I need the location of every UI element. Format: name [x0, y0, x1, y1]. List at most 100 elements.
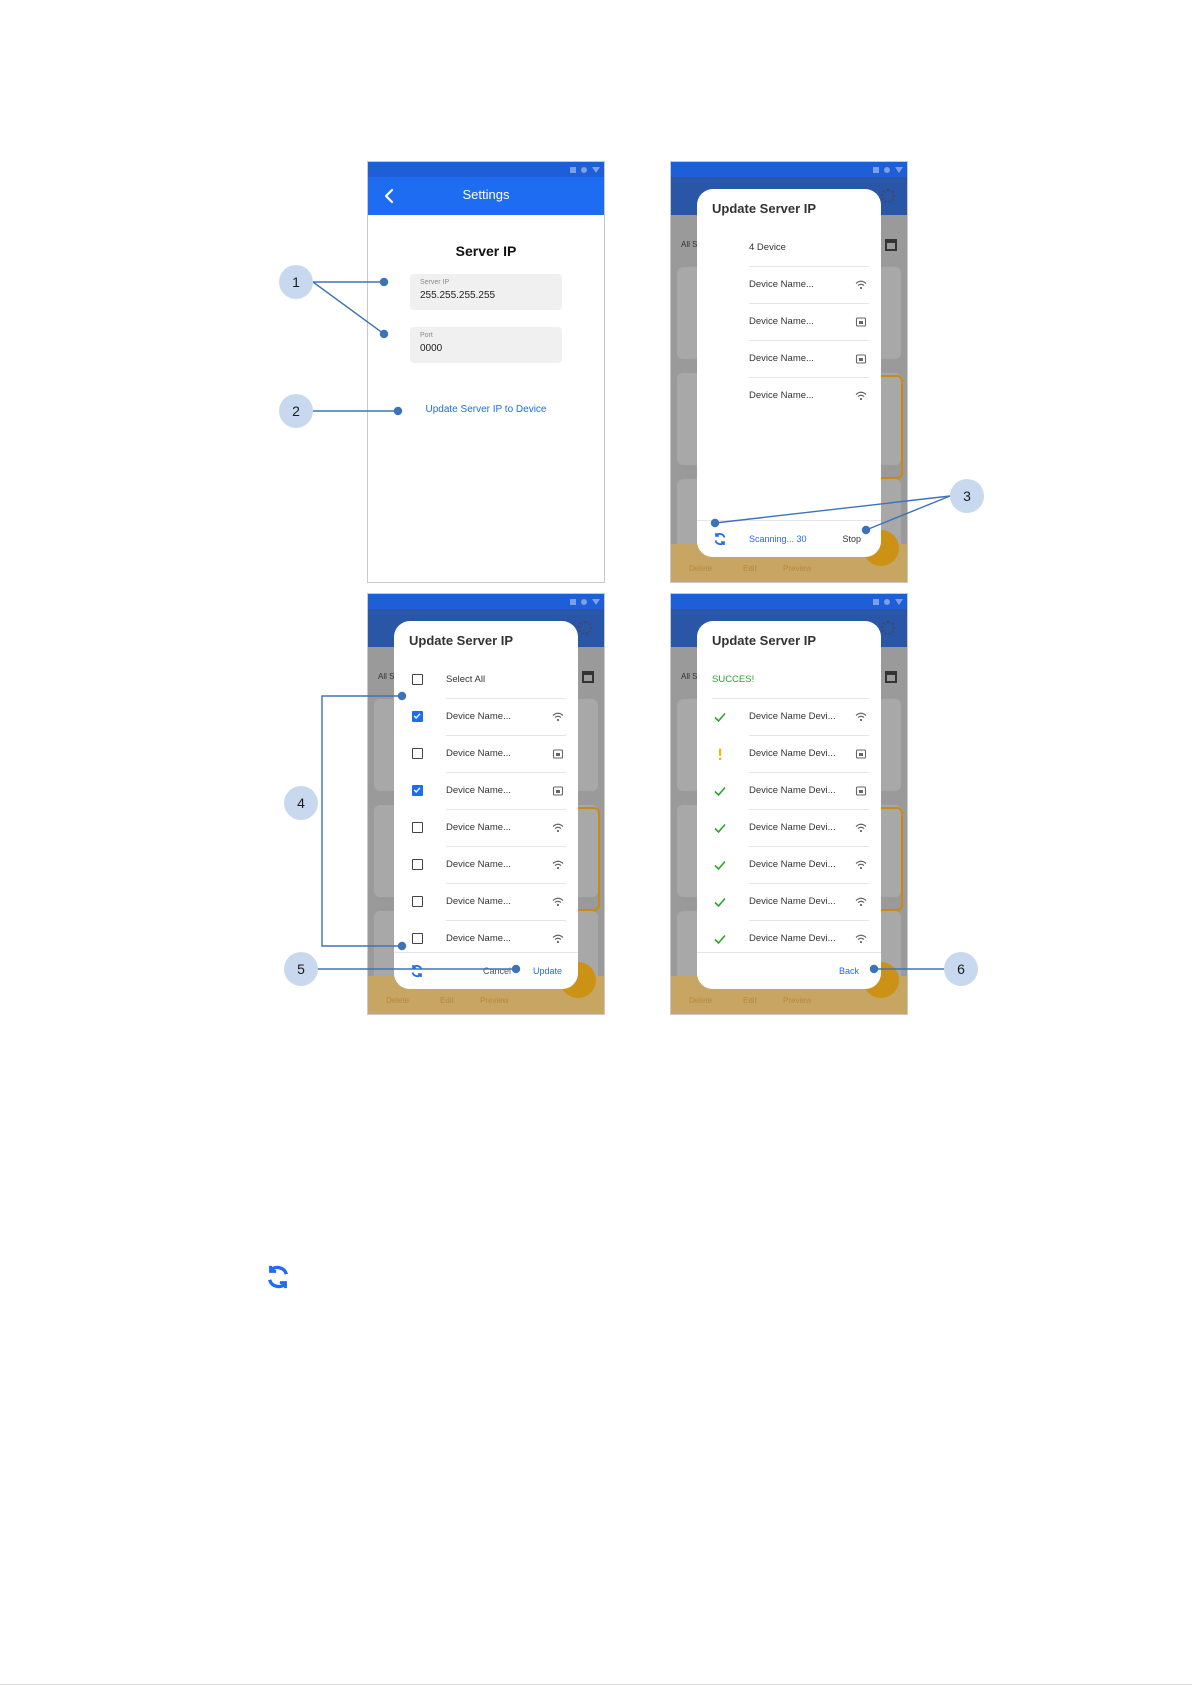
status-dot-icon [581, 167, 587, 173]
page-title: Settings [462, 187, 510, 202]
device-checkbox[interactable] [412, 822, 423, 833]
wifi-status-icon [592, 599, 600, 605]
background-edit: Edit [743, 564, 757, 573]
divider [749, 377, 869, 378]
refresh-icon[interactable] [410, 964, 424, 978]
device-row: Device Name Devi... [697, 736, 881, 773]
ethernet-icon [855, 786, 867, 796]
device-name: Device Name Devi... [749, 711, 836, 722]
divider [446, 883, 566, 884]
background-delete: Delete [689, 564, 713, 573]
server-ip-field[interactable]: Server IP 255.255.255.255 [410, 274, 562, 310]
device-name: Device Name Devi... [749, 748, 836, 759]
ethernet-icon [855, 749, 867, 759]
background-edit: Edit [743, 996, 757, 1005]
update-button[interactable]: Update [532, 966, 562, 976]
refresh-icon[interactable] [713, 532, 727, 546]
device-name: Device Name... [749, 390, 814, 401]
back-arrow-icon[interactable] [380, 186, 400, 206]
device-row[interactable]: Device Name... [394, 847, 578, 884]
signal-icon [570, 599, 576, 605]
stop-button[interactable]: Stop [842, 534, 861, 544]
select-all-checkbox[interactable] [412, 674, 423, 685]
wifi-status-icon [895, 599, 903, 605]
device-name: Device Name... [749, 353, 814, 364]
divider [749, 772, 869, 773]
background-preview: Preview [783, 996, 812, 1005]
status-bar [671, 162, 907, 177]
background-delete: Delete [386, 996, 410, 1005]
ethernet-icon [552, 749, 564, 759]
calendar-icon [582, 671, 594, 683]
update-server-ip-link[interactable]: Update Server IP to Device [425, 404, 547, 415]
filter-label: All S [378, 672, 395, 681]
refresh-icon [268, 1265, 288, 1289]
scanning-screen: All S Delete Edit Preview Update Server … [670, 161, 908, 583]
device-name: Device Name... [446, 896, 511, 907]
ethernet-icon [855, 317, 867, 327]
select-all-label: Select All [446, 674, 486, 685]
device-row[interactable]: Device Name... [394, 810, 578, 847]
signal-icon [570, 167, 576, 173]
wifi-icon [855, 712, 867, 722]
wifi-icon [552, 934, 564, 944]
callout-4: 4 [284, 786, 318, 820]
update-server-ip-dialog: Update Server IP 4 Device Device Name...… [697, 189, 881, 557]
device-checkbox[interactable] [412, 859, 423, 870]
result-screen: All S Delete Edit Preview Update Server … [670, 593, 908, 1015]
divider [446, 920, 566, 921]
device-checkbox[interactable] [412, 933, 423, 944]
callout-1: 1 [279, 265, 313, 299]
divider [446, 772, 566, 773]
divider [446, 735, 566, 736]
back-button[interactable]: Back [838, 966, 859, 976]
device-checkbox-checked[interactable] [412, 711, 423, 722]
wifi-status-icon [592, 167, 600, 173]
wifi-icon [552, 712, 564, 722]
select-all-row[interactable]: Select All [394, 662, 578, 699]
device-checkbox[interactable] [412, 748, 423, 759]
cancel-button[interactable]: Cancel [483, 966, 512, 976]
device-name: Device Name Devi... [749, 822, 836, 833]
update-server-ip-dialog: Update Server IP Select All Device Name.… [394, 621, 578, 989]
wifi-icon [855, 280, 867, 290]
signal-icon [873, 599, 879, 605]
device-row[interactable]: Device Name... [394, 884, 578, 921]
dialog-footer: Back [697, 952, 881, 989]
divider [446, 846, 566, 847]
wifi-icon [855, 897, 867, 907]
device-checkbox-checked[interactable] [412, 785, 423, 796]
divider [749, 883, 869, 884]
device-row[interactable]: Device Name... [394, 736, 578, 773]
background-highlight [574, 807, 600, 911]
background-preview: Preview [783, 564, 812, 573]
device-name: Device Name... [446, 933, 511, 944]
wifi-icon [855, 860, 867, 870]
background-edit: Edit [440, 996, 454, 1005]
success-check-icon [714, 860, 726, 871]
device-name: Device Name Devi... [749, 785, 836, 796]
signal-icon [873, 167, 879, 173]
server-ip-label: Server IP [420, 279, 450, 286]
port-field[interactable]: Port 0000 [410, 327, 562, 363]
device-checkbox[interactable] [412, 896, 423, 907]
device-row[interactable]: Device Name... [394, 773, 578, 810]
device-row[interactable]: Device Name... [394, 921, 578, 958]
status-bar [368, 594, 604, 609]
filter-label: All S [681, 672, 698, 681]
dialog-title: Update Server IP [409, 633, 514, 648]
divider [749, 266, 869, 267]
settings-gear-icon [578, 621, 592, 635]
background-preview: Preview [480, 996, 509, 1005]
device-row: Device Name Devi... [697, 884, 881, 921]
device-name: Device Name... [446, 748, 511, 759]
device-row[interactable]: Device Name... [394, 699, 578, 736]
scanning-status: Scanning... 30 [749, 534, 807, 544]
wifi-icon [552, 823, 564, 833]
device-name: Device Name... [446, 822, 511, 833]
device-name: Device Name... [446, 785, 511, 796]
device-count: 4 Device [749, 242, 786, 253]
callout-5: 5 [284, 952, 318, 986]
device-row: Device Name... [697, 378, 881, 415]
settings-gear-icon [881, 189, 895, 203]
